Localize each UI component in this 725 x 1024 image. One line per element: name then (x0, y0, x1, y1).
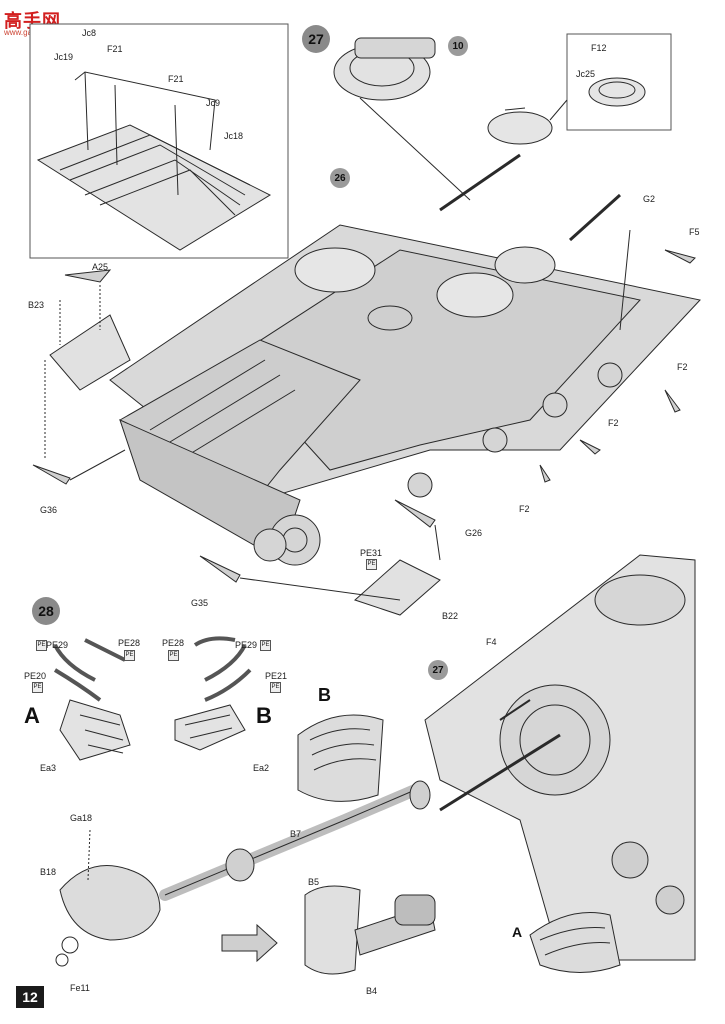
part-label: Ea2 (253, 763, 270, 773)
subassembly-ref: 26 (330, 168, 350, 188)
pe-icon: PE (168, 650, 179, 661)
subassembly-ref: 27 (428, 660, 448, 680)
part-label: Jc25 (576, 69, 596, 79)
part-label: G35 (191, 598, 209, 608)
pe-icon: PE (366, 559, 377, 570)
part-label: Fe11 (70, 983, 90, 993)
part-label: F5 (689, 227, 700, 237)
part-label: F21 (107, 44, 123, 54)
part-label: B22 (442, 611, 459, 621)
part-label: PE28 (118, 638, 141, 648)
part-label: Ga18 (70, 813, 93, 823)
part-label: G26 (465, 528, 483, 538)
part-label: F4 (486, 637, 497, 647)
part-label: F2 (677, 362, 688, 372)
part-label: B5 (308, 877, 320, 887)
part-label: B18 (40, 867, 57, 877)
subassembly-ref: 10 (448, 36, 468, 56)
part-label: F2 (608, 418, 619, 428)
part-label: PE29 (46, 640, 69, 650)
pe-icon: PE (260, 640, 271, 651)
part-label: F2 (519, 504, 530, 514)
step-number: 28 (32, 597, 60, 625)
part-label: PE28 (162, 638, 185, 648)
part-label: F12 (591, 43, 607, 53)
variant-label: B (318, 685, 331, 705)
part-label: PE29 (235, 640, 258, 650)
pe-icon: PE (36, 640, 47, 651)
variant-label: B (256, 703, 272, 728)
variant-label: A (24, 703, 40, 728)
part-label: Jc19 (54, 52, 74, 62)
page-number: 12 (16, 986, 44, 1008)
part-label: Jc18 (224, 131, 244, 141)
part-label: G36 (40, 505, 58, 515)
part-label: PE20 (24, 671, 47, 681)
step-number: 27 (302, 25, 330, 53)
pe-icon: PE (32, 682, 43, 693)
part-label: Ea3 (40, 763, 57, 773)
part-label: Jc8 (82, 28, 97, 38)
part-label: G2 (643, 194, 656, 204)
part-label: F21 (168, 74, 184, 84)
part-label: B23 (28, 300, 45, 310)
part-label: PE21 (265, 671, 288, 681)
part-label: B7 (290, 829, 302, 839)
part-label: B4 (366, 986, 378, 996)
part-label: Jc9 (206, 98, 221, 108)
variant-label: A (512, 924, 523, 940)
pe-icon: PE (270, 682, 281, 693)
part-label: A25 (92, 262, 109, 272)
part-label: PE31 (360, 548, 383, 558)
pe-icon: PE (124, 650, 135, 661)
